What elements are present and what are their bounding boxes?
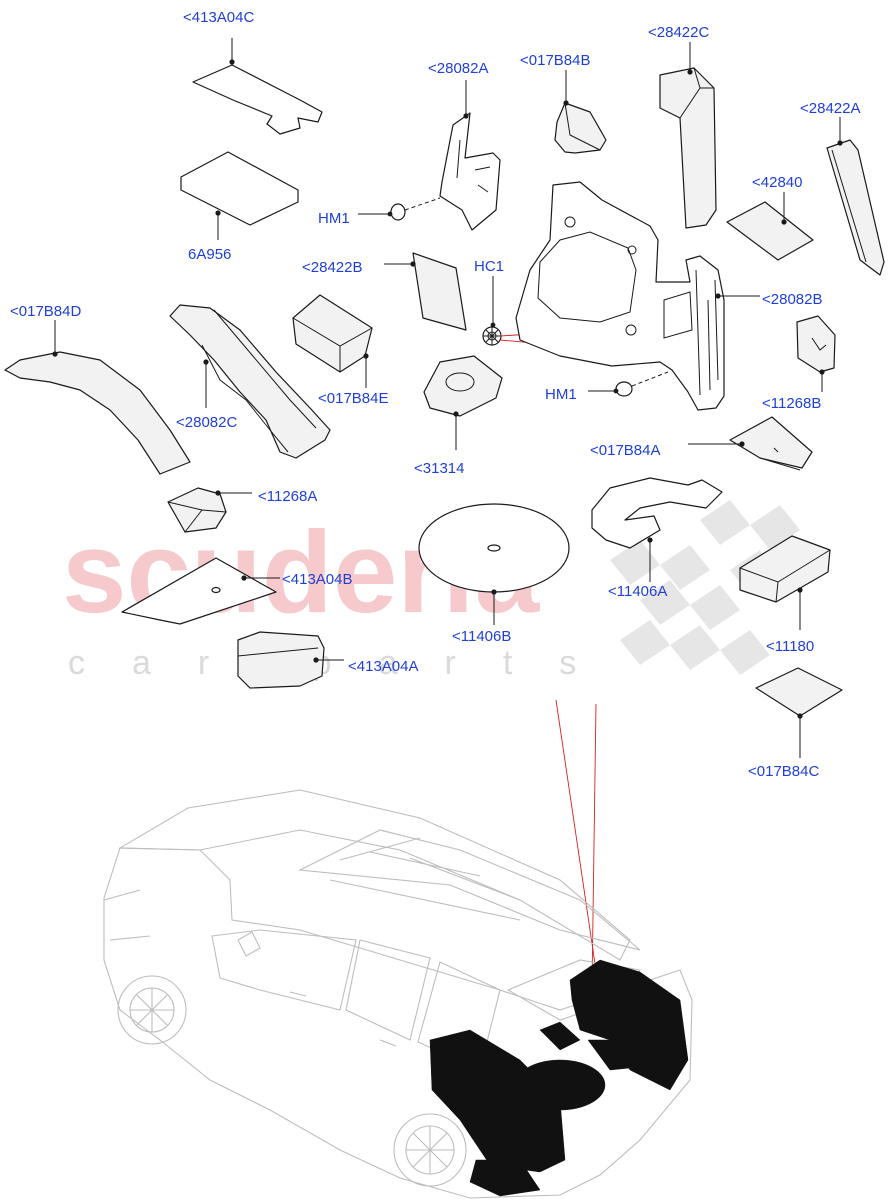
label-HM1-mid[interactable]: HM1 <box>545 386 577 403</box>
label-28082A[interactable]: <28082A <box>428 60 488 77</box>
label-413A04B[interactable]: <413A04B <box>282 571 352 588</box>
label-017B84D[interactable]: <017B84D <box>10 303 81 320</box>
label-6A956[interactable]: 6A956 <box>188 246 231 263</box>
label-11406A[interactable]: <11406A <box>608 583 667 600</box>
label-017B84C[interactable]: <017B84C <box>748 763 819 780</box>
label-017B84B[interactable]: <017B84B <box>520 52 590 69</box>
part-413A04A[interactable]: <413A04A <box>237 631 418 689</box>
watermark-sub: car parts <box>68 644 623 682</box>
checker-flag-icon <box>610 500 800 675</box>
label-28082B[interactable]: <28082B <box>762 291 822 308</box>
label-42840[interactable]: <42840 <box>752 174 802 191</box>
label-11268A[interactable]: <11268A <box>258 488 317 505</box>
label-413A04C[interactable]: <413A04C <box>183 9 254 26</box>
label-017B84E[interactable]: <017B84E <box>318 390 388 407</box>
label-31314[interactable]: <31314 <box>414 460 464 477</box>
part-017B84D[interactable]: <017B84D <box>4 303 191 475</box>
part-11406B[interactable]: <11406B <box>418 503 570 645</box>
part-HM1-mid[interactable]: HM1 <box>545 371 669 403</box>
part-11268B[interactable]: <11268B <box>762 315 836 412</box>
label-HC1[interactable]: HC1 <box>474 258 504 275</box>
label-28422A[interactable]: <28422A <box>800 100 860 117</box>
part-017B84E[interactable]: <017B84E <box>292 294 388 407</box>
part-42840[interactable]: <42840 <box>726 174 814 261</box>
label-11406B[interactable]: <11406B <box>452 628 511 645</box>
part-413A04B[interactable]: <413A04B <box>121 557 352 625</box>
label-017B84A[interactable]: <017B84A <box>590 442 660 459</box>
label-413A04A[interactable]: <413A04A <box>348 658 418 675</box>
part-28422B[interactable]: <28422B <box>302 252 467 331</box>
part-28082A[interactable]: <28082A <box>428 60 501 231</box>
vehicle-illustration <box>103 789 693 1199</box>
part-28082C[interactable]: <28082C <box>169 304 331 459</box>
part-017B84C[interactable]: <017B84C <box>748 667 843 780</box>
part-28422C[interactable]: <28422C <box>648 24 717 229</box>
part-11406A[interactable]: <11406A <box>591 477 723 600</box>
label-28422C[interactable]: <28422C <box>648 24 709 41</box>
part-11180[interactable]: <11180 <box>739 535 831 655</box>
part-413A04C[interactable]: <413A04C <box>183 9 323 135</box>
label-28082C[interactable]: <28082C <box>176 414 237 431</box>
part-6A956[interactable]: 6A956 <box>180 151 299 263</box>
part-017B84A[interactable]: <017B84A <box>590 416 813 471</box>
part-11268A[interactable]: <11268A <box>167 487 317 533</box>
label-HM1-top[interactable]: HM1 <box>318 210 350 227</box>
part-31314[interactable]: <31314 <box>414 355 503 477</box>
label-11180[interactable]: <11180 <box>766 638 814 655</box>
part-trim-panel-large[interactable]: <28082B <box>515 181 822 411</box>
car-leader-lines <box>555 699 599 987</box>
part-28422A[interactable]: <28422A <box>800 100 885 276</box>
part-HM1-top[interactable]: HM1 <box>318 197 441 227</box>
part-017B84B[interactable]: <017B84B <box>520 52 607 154</box>
label-11268B[interactable]: <11268B <box>762 395 821 412</box>
label-28422B[interactable]: <28422B <box>302 259 362 276</box>
